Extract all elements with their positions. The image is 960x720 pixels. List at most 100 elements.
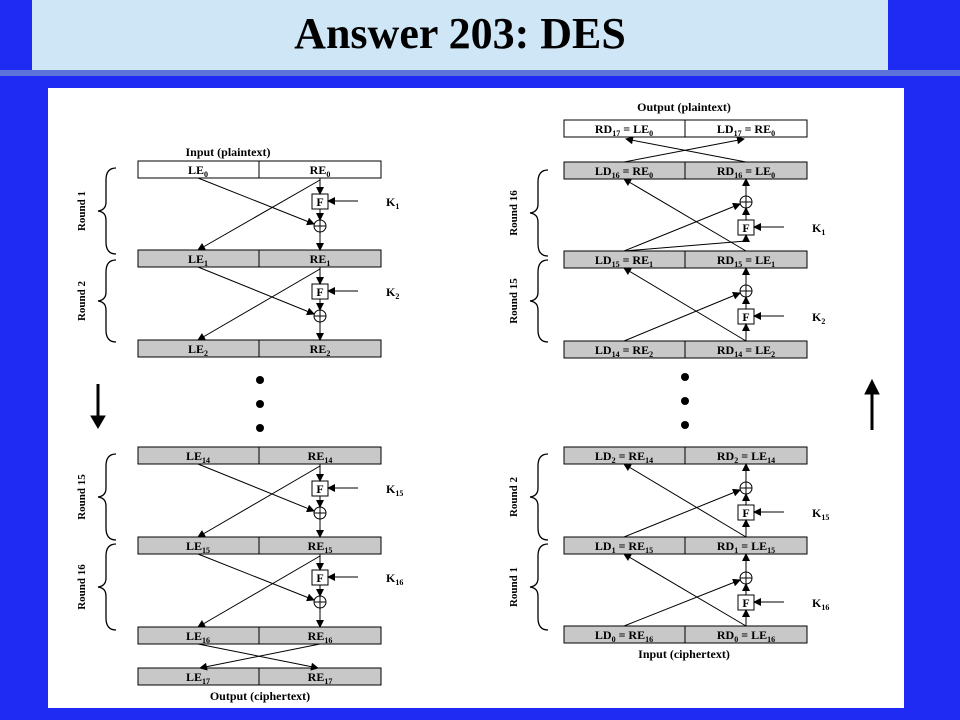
dec-r1sub-4: 2 [734, 456, 738, 465]
dec-l1sub-2: 15 [612, 260, 620, 269]
enc-r-2: RE [310, 342, 327, 356]
dec-l2-6: = RE [616, 628, 646, 642]
dec-key-15: K [812, 506, 822, 520]
encrypt-round-2-wiring [197, 266, 358, 341]
enc-key-sub-15: 15 [395, 489, 403, 498]
dec-r2-5: = LE [738, 539, 767, 553]
dec-key-sub-15: 15 [821, 513, 829, 522]
svg-text:LD1 = RE15: LD1 = RE15 [595, 539, 653, 555]
encrypt-block-15: LE15 RE15 [137, 536, 382, 555]
decrypt-round-15-wiring [623, 267, 784, 342]
enc-rsub-2: 2 [326, 349, 330, 358]
enc-l-0: LE [188, 163, 204, 177]
svg-text:RE15: RE15 [308, 539, 333, 555]
decrypt-input-caption: Input (ciphertext) [638, 647, 730, 661]
dec-key-sub-2: 2 [821, 317, 825, 326]
dec-r1-4: RD [717, 449, 735, 463]
des-diagram-panel: Input (plaintext) LE0 RE0 LE1 RE1 LE2 RE… [48, 88, 904, 708]
decrypt-round-16-wiring [623, 178, 784, 252]
svg-text:K1: K1 [386, 195, 399, 211]
enc-lsub-5: 16 [202, 636, 210, 645]
dec-round-label-2: Round 2 [508, 476, 520, 517]
dec-l2-2: = RE [620, 253, 650, 267]
svg-text:LD2 = RE14: LD2 = RE14 [595, 449, 653, 465]
dec-r2sub-5: 15 [767, 546, 775, 555]
dec-r1-3: RD [717, 343, 735, 357]
enc-key-sub-1: 1 [395, 202, 399, 211]
dec-l1-6: LD [595, 628, 612, 642]
dec-r2-6: = LE [738, 628, 767, 642]
encrypt-final-swap [197, 643, 321, 671]
encrypt-round-15-wiring [197, 463, 358, 538]
enc-lsub-2: 2 [204, 349, 208, 358]
dec-round-label-16: Round 16 [508, 190, 520, 236]
enc-rsub-4: 15 [324, 546, 332, 555]
encrypt-ellipsis-dots [256, 376, 264, 432]
enc-round-label-16: Round 16 [76, 564, 88, 610]
dec-l1sub-5: 1 [612, 546, 616, 555]
enc-rsub-6: 17 [324, 677, 332, 686]
dec-r1-1: RD [717, 164, 735, 178]
dec-l1sub-3: 14 [612, 350, 620, 359]
title-underline [0, 70, 960, 76]
title-bar: Answer 203: DES [32, 0, 888, 72]
encrypt-round-1-wiring [197, 177, 358, 251]
svg-text:LE2: LE2 [188, 342, 208, 358]
dec-key-1: K [812, 221, 822, 235]
enc-key-16: K [386, 571, 396, 585]
dec-l2sub-3: 2 [649, 350, 653, 359]
dec-r2sub-4: 14 [767, 456, 775, 465]
decrypt-block-0: LD0 = RE16 RD0 = LE16 [563, 625, 808, 644]
enc-l-2: LE [188, 342, 204, 356]
dec-r2sub-6: 16 [767, 635, 775, 644]
enc-l-1: LE [188, 252, 204, 266]
encrypt-block-1: LE1 RE1 [137, 249, 382, 268]
svg-text:RD2 = LE14: RD2 = LE14 [717, 449, 775, 465]
svg-text:RE1: RE1 [310, 252, 331, 268]
dec-key-sub-16: 16 [821, 603, 829, 612]
svg-text:LE1: LE1 [188, 252, 208, 268]
dec-l2sub-2: 1 [649, 260, 653, 269]
decrypt-block-15: LD15 = RE1 RD15 = LE1 [563, 250, 808, 269]
dec-l1-5: LD [595, 539, 612, 553]
dec-r2-2: = LE [742, 253, 771, 267]
enc-lsub-0: 0 [204, 170, 208, 179]
dec-r1sub-5: 1 [734, 546, 738, 555]
enc-lsub-4: 15 [202, 546, 210, 555]
dec-l1-4: LD [595, 449, 612, 463]
enc-r-4: RE [308, 539, 325, 553]
dec-l1-3: LD [595, 343, 612, 357]
dec-r1sub-0: 17 [734, 129, 742, 138]
enc-r-5: RE [308, 629, 325, 643]
svg-text:K15: K15 [812, 506, 829, 522]
dec-r2sub-1: 0 [771, 171, 775, 180]
svg-text:K16: K16 [812, 596, 829, 612]
up-arrow-icon [864, 378, 880, 430]
dec-l1sub-0: 17 [612, 129, 620, 138]
dec-l2sub-1: 0 [649, 171, 653, 180]
enc-key-2: K [386, 285, 396, 299]
encrypt-block-16: LE16 RE16 [137, 626, 382, 645]
dec-r1-2: RD [717, 253, 735, 267]
dec-l1-0: RD [595, 122, 613, 136]
enc-rsub-0: 0 [326, 170, 330, 179]
dec-r2sub-2: 1 [771, 260, 775, 269]
dec-r1sub-1: 16 [734, 171, 742, 180]
dec-r1-5: RD [717, 539, 735, 553]
dec-l1-1: LD [595, 164, 612, 178]
svg-text:LE17: LE17 [186, 670, 210, 686]
dec-r2sub-3: 2 [771, 350, 775, 359]
encrypt-round-16-wiring [197, 553, 358, 628]
svg-text:K2: K2 [386, 285, 399, 301]
dec-r1sub-2: 15 [734, 260, 742, 269]
dec-l2sub-5: 15 [645, 546, 653, 555]
svg-text:RE14: RE14 [308, 449, 333, 465]
dec-key-2: K [812, 310, 822, 324]
dec-key-sub-1: 1 [821, 228, 825, 237]
svg-text:LE14: LE14 [186, 449, 210, 465]
svg-text:RE17: RE17 [308, 670, 333, 686]
down-arrow-icon [90, 384, 106, 429]
svg-text:RD1 = LE15: RD1 = LE15 [717, 539, 775, 555]
enc-key-sub-2: 2 [395, 292, 399, 301]
dec-f-label-1: F [742, 596, 749, 610]
